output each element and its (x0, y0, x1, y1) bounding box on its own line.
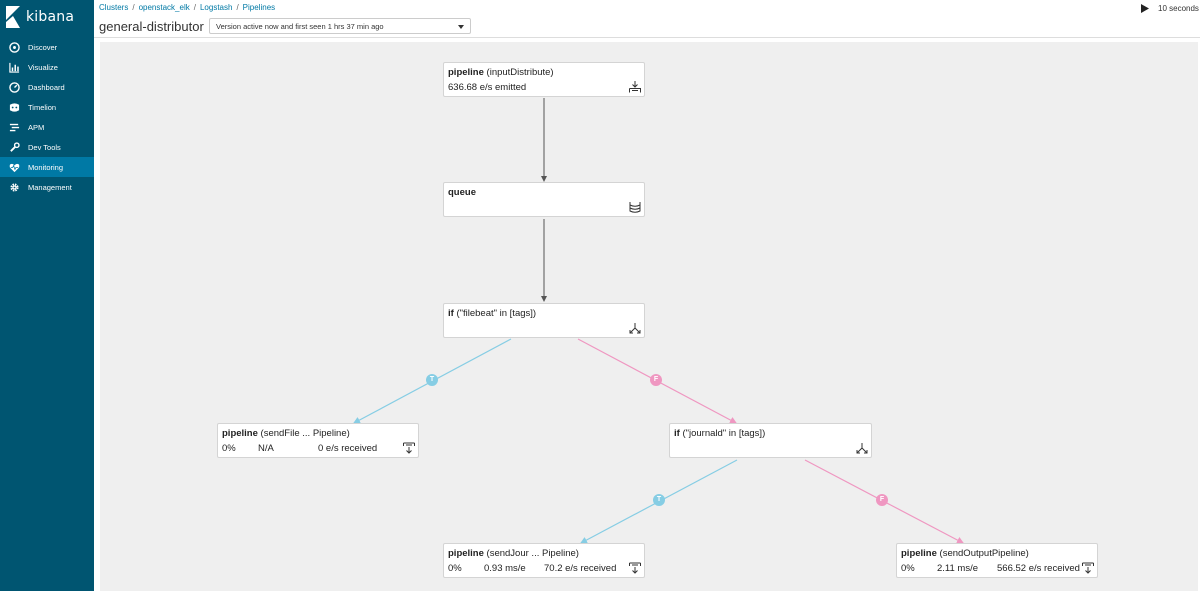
output-icon (1082, 562, 1094, 574)
sidebar-item-dev-tools[interactable]: Dev Tools (0, 137, 94, 157)
vertex-if-filebeat[interactable]: if ("filebeat" in [tags]) (443, 303, 645, 338)
wrench-icon (0, 141, 28, 153)
sidebar-item-label: Dev Tools (28, 142, 61, 152)
vertex-title: pipeline (inputDistribute) (448, 67, 554, 78)
vertex-events-received: 0 e/s received (318, 443, 378, 454)
branch-false-badge: F (876, 494, 888, 506)
version-select-value: Version active now and first seen 1 hrs … (216, 22, 384, 31)
gear-icon (0, 182, 28, 193)
vertex-latency: 0.93 ms/e (484, 563, 526, 574)
header-divider (94, 37, 1200, 38)
vertex-events-emitted: 636.68 e/s emitted (448, 82, 527, 93)
dashboard-icon (0, 81, 28, 93)
heartbeat-icon (0, 162, 28, 173)
kibana-logo[interactable]: kibana (0, 0, 94, 36)
chevron-down-icon (458, 25, 464, 29)
sidebar-item-discover[interactable]: Discover (0, 37, 94, 57)
vertex-cpu: 0% (901, 563, 915, 574)
breadcrumb-clusters[interactable]: Clusters (99, 3, 129, 12)
breadcrumb-pipelines[interactable]: Pipelines (242, 3, 276, 12)
pipeline-edges (352, 98, 965, 544)
sidebar-item-label: Monitoring (28, 162, 64, 172)
sidebar-item-label: Dashboard (28, 82, 65, 92)
kibana-logo-icon (6, 6, 20, 28)
branch-true-badge: T (426, 374, 438, 386)
sidebar-item-timelion[interactable]: Timelion (0, 97, 94, 117)
input-icon (629, 81, 641, 93)
vertex-cpu: 0% (222, 443, 236, 454)
vertex-if-journald[interactable]: if ("journald" in [tags]) (669, 423, 872, 458)
vertex-title: if ("journald" in [tags]) (674, 428, 766, 439)
sidebar-item-label: APM (28, 122, 45, 132)
vertex-input-pipeline[interactable]: pipeline (inputDistribute) 636.68 e/s em… (443, 62, 645, 97)
vertex-title: queue (448, 187, 476, 198)
vertex-send-output-pipeline[interactable]: pipeline (sendOutputPipeline) 0% 2.11 ms… (896, 543, 1098, 578)
vertex-queue[interactable]: queue (443, 182, 645, 217)
vertex-send-journald-pipeline[interactable]: pipeline (sendJour ... Pipeline) 0% 0.93… (443, 543, 645, 578)
sidebar-item-label: Visualize (28, 62, 58, 72)
sidebar-item-management[interactable]: Management (0, 177, 94, 197)
version-select[interactable]: Version active now and first seen 1 hrs … (209, 18, 471, 34)
vertex-title: pipeline (sendJour ... Pipeline) (448, 548, 579, 559)
page-title: general-distributor (99, 19, 204, 34)
branch-icon (856, 443, 868, 454)
branch-false-badge: F (650, 374, 662, 386)
play-icon[interactable] (1141, 4, 1149, 13)
sidebar-item-dashboard[interactable]: Dashboard (0, 77, 94, 97)
breadcrumb-logstash[interactable]: Logstash (199, 3, 233, 12)
apm-icon (0, 122, 28, 133)
sidebar-item-monitoring[interactable]: Monitoring (0, 157, 94, 177)
sidebar-item-label: Timelion (28, 102, 57, 112)
pipeline-graph: pipeline (inputDistribute) 636.68 e/s em… (100, 42, 1198, 591)
branch-true-badge: T (653, 494, 665, 506)
output-icon (403, 442, 415, 454)
app-name: kibana (26, 9, 75, 25)
sidebar-item-label: Management (28, 182, 72, 192)
vertex-latency: 2.11 ms/e (937, 563, 979, 574)
bar-chart-icon (0, 62, 28, 73)
output-icon (629, 562, 641, 574)
refresh-interval[interactable]: 10 seconds (1158, 4, 1199, 13)
vertex-send-file-pipeline[interactable]: pipeline (sendFile ... Pipeline) 0% N/A … (217, 423, 419, 458)
vertex-title: if ("filebeat" in [tags]) (448, 308, 537, 319)
sidebar-item-apm[interactable]: APM (0, 117, 94, 137)
breadcrumb-cluster[interactable]: openstack_elk (138, 3, 190, 12)
compass-icon (0, 41, 28, 53)
breadcrumb: Clusters/openstack_elk/Logstash/Pipeline… (99, 3, 276, 12)
vertex-events-received: 70.2 e/s received (544, 563, 617, 574)
vertex-cpu: 0% (448, 563, 462, 574)
vertex-events-received: 566.52 e/s received (997, 563, 1080, 574)
sidebar-item-label: Discover (28, 42, 58, 52)
branch-icon (629, 323, 641, 334)
timelion-icon (0, 102, 28, 113)
vertex-latency: N/A (258, 443, 274, 454)
vertex-title: pipeline (sendFile ... Pipeline) (222, 428, 350, 439)
sidebar: kibana Discover Visualize Dashboard Time… (0, 0, 94, 591)
sidebar-item-visualize[interactable]: Visualize (0, 57, 94, 77)
queue-icon (629, 202, 641, 213)
vertex-title: pipeline (sendOutputPipeline) (901, 548, 1029, 559)
